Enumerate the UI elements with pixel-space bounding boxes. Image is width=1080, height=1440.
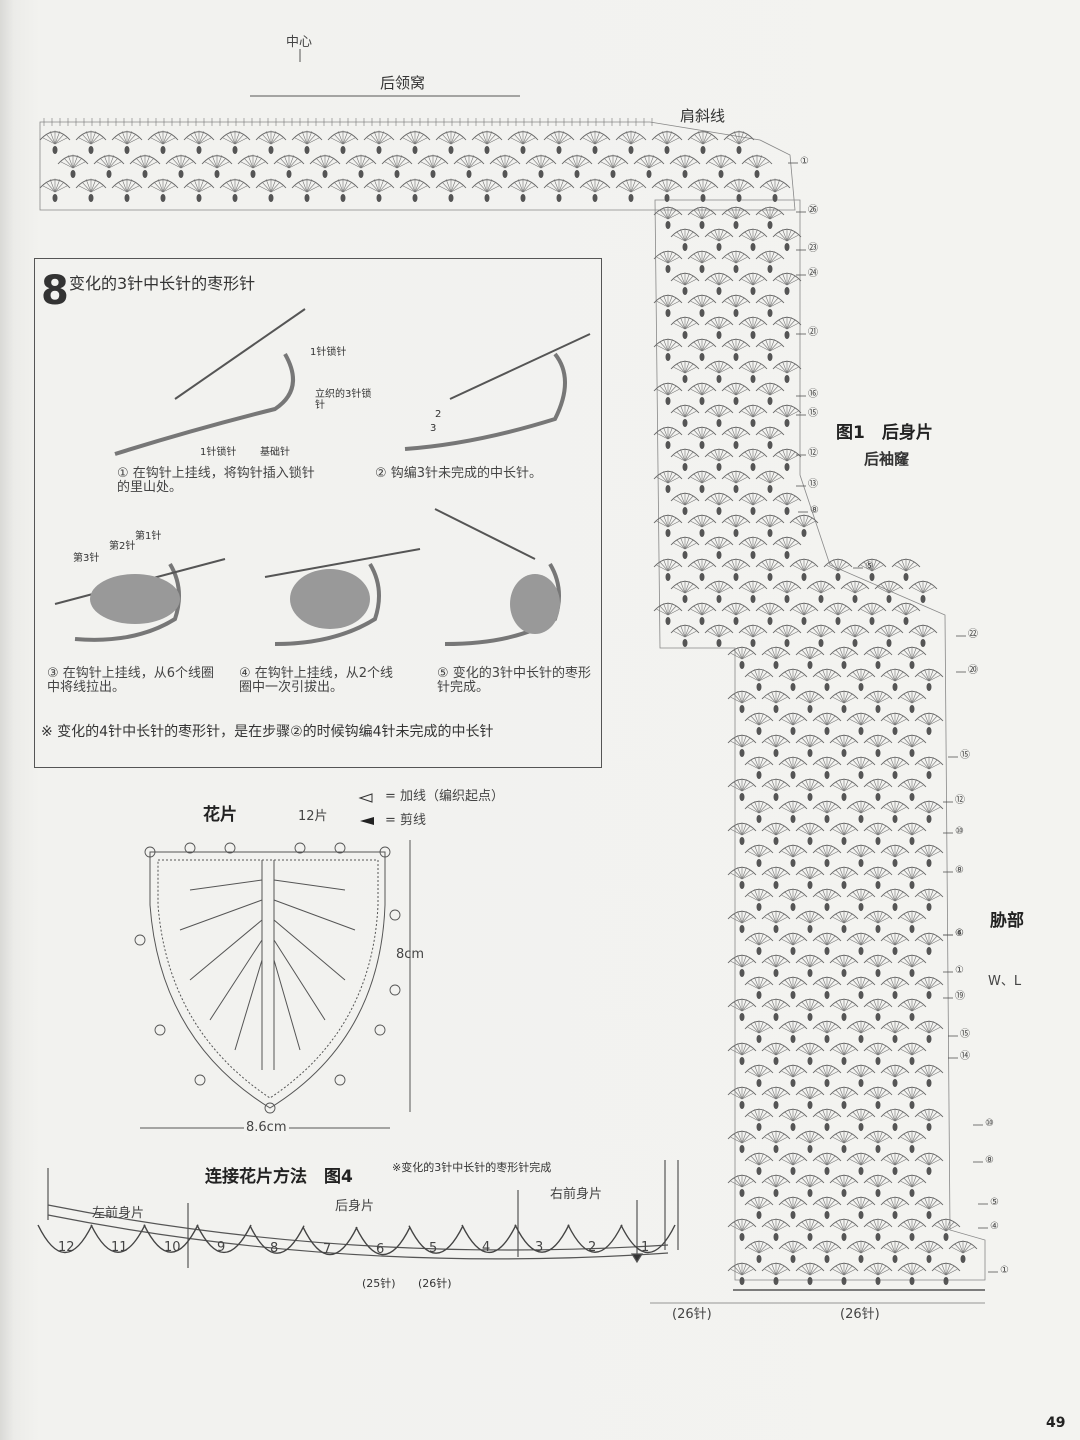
row-number: ⑯ [808, 389, 818, 400]
bottom-right-count: (26针) [840, 1307, 880, 1322]
fig4-motif-number: 6 [376, 1242, 385, 1258]
page-number: 49 [1046, 1415, 1066, 1431]
st25-label: (25针) [362, 1277, 396, 1290]
label-n2: 2 [435, 409, 442, 420]
fig4-drawing [47, 1160, 679, 1268]
row-number: ④ [990, 1221, 999, 1232]
left-front-label: 左前身片 [92, 1206, 145, 1221]
row-number: ⑧ [985, 1155, 994, 1166]
fig4-motif-number: 5 [429, 1240, 438, 1256]
shoulder-line-label: 肩斜线 [680, 107, 726, 125]
row-number: ① [800, 156, 809, 167]
bobble-symbol-icon: 8 [41, 268, 69, 314]
fig4-motif-number: 1 [641, 1240, 650, 1255]
row-number: ⑭ [960, 1051, 970, 1062]
back-neckline-label: 后领窝 [380, 74, 426, 92]
st26-label: (26针) [418, 1277, 452, 1290]
row-number: ⑲ [955, 991, 965, 1002]
step-3: ③ 在钩针上挂线，从6个线圈中将线拉出。 [47, 666, 215, 696]
fig4-motif-number: 12 [58, 1240, 75, 1255]
center-label: 中心 [286, 35, 313, 50]
fig4-motif-number: 2 [588, 1239, 597, 1255]
row-number: ⑩ [955, 826, 964, 837]
motif-drawing [140, 840, 411, 1129]
label-3-chain: 立织的3针锁针 [315, 389, 372, 411]
label-n3: 3 [430, 423, 437, 434]
row-number: ⑧ [810, 505, 819, 516]
label-second-st: 第2针 [109, 541, 136, 552]
row-number: ㉒ [968, 629, 978, 640]
label-1-chain-b: 1针锁针 [200, 447, 237, 458]
row-number: ㉖ [808, 205, 818, 216]
step-2: ② 钩编3针未完成的中长针。 [375, 466, 543, 481]
label-first-st: 第1针 [135, 531, 162, 542]
legend-cut-yarn: = 剪线 [385, 813, 427, 828]
label-1-chain: 1针锁针 [310, 347, 347, 358]
legend-add-yarn: = 加线（编织起点） [385, 789, 505, 804]
technique-illustrations [54, 308, 591, 646]
yoke-stitch-pattern [39, 118, 791, 202]
row-number: ⑩ [985, 1118, 994, 1129]
technique-panel: 8 变化的3针中长针的枣形针 1针锁针 立织的3针锁针 1针锁针 基础针 第1针… [34, 258, 602, 768]
label-foundation: 基础针 [260, 447, 290, 458]
motif-height: 8cm [396, 947, 425, 962]
row-number: ⑫ [955, 795, 965, 806]
bottom-left-count: (26针) [672, 1307, 712, 1322]
row-number: ⑮ [960, 750, 970, 761]
fig4-motif-number: 11 [111, 1239, 128, 1255]
step-4: ④ 在钩针上挂线，从2个线圈中一次引拔出。 [239, 666, 394, 696]
row-number: ① [955, 965, 964, 976]
row-number: ⑤ [865, 561, 874, 572]
fig4-note: ※变化的3针中长针的枣形针完成 [392, 1161, 552, 1174]
back-body-label: 后身片 [335, 1199, 375, 1214]
fig4-motif-number: 7 [323, 1242, 332, 1258]
row-number: ④ [955, 928, 964, 939]
row-number: ⑮ [808, 408, 818, 419]
motif-title: 花片 [203, 805, 237, 825]
motif-width: 8.6cm [244, 1120, 289, 1136]
fig4-motif-number: 3 [535, 1239, 544, 1255]
fig4-motif-number: 10 [164, 1239, 181, 1255]
step-1: ① 在钩针上挂线，将钩针插入锁针的里山处。 [117, 466, 315, 496]
row-number: ⑳ [968, 665, 978, 676]
row-number: ㉓ [808, 243, 818, 254]
fig4-motif-number: 9 [217, 1239, 226, 1255]
right-front-label: 右前身片 [550, 1187, 603, 1202]
row-number: ⑤ [990, 1197, 999, 1208]
row-number: ㉔ [808, 268, 818, 279]
row-number: ① [1000, 1265, 1009, 1276]
step-5: ⑤ 变化的3针中长针的枣形针完成。 [437, 666, 592, 696]
fig4-title: 连接花片方法 图4 [205, 1167, 353, 1187]
row-number: ⑬ [808, 479, 818, 490]
row-number: ⑮ [960, 1029, 970, 1040]
label-third-st: 第3针 [73, 553, 100, 564]
row-number: ⑥ [955, 928, 964, 939]
fig4-motif-number: 4 [482, 1239, 491, 1255]
fig4-motif-number: 8 [270, 1240, 279, 1256]
row-number: ⑫ [808, 448, 818, 459]
technique-note: ※ 变化的4针中长针的枣形针，是在步骤②的时候钩编4针未完成的中长针 [41, 724, 494, 740]
row-arrows [788, 162, 998, 1273]
body-stitch-pattern [653, 206, 978, 1285]
motif-picot-edges [134, 842, 401, 1114]
figure1-subtitle: 后袖窿 [864, 450, 910, 468]
wl-label: W、L [988, 974, 1022, 989]
row-number: ㉑ [808, 327, 818, 338]
figure1-title: 图1 后身片 [836, 423, 933, 443]
row-number: ⑧ [955, 865, 964, 876]
side-label: 胁部 [990, 911, 1024, 931]
motif-count: 12片 [298, 809, 328, 824]
technique-title: 变化的3针中长针的枣形针 [69, 274, 256, 293]
fig4-scallops [37, 1224, 676, 1256]
